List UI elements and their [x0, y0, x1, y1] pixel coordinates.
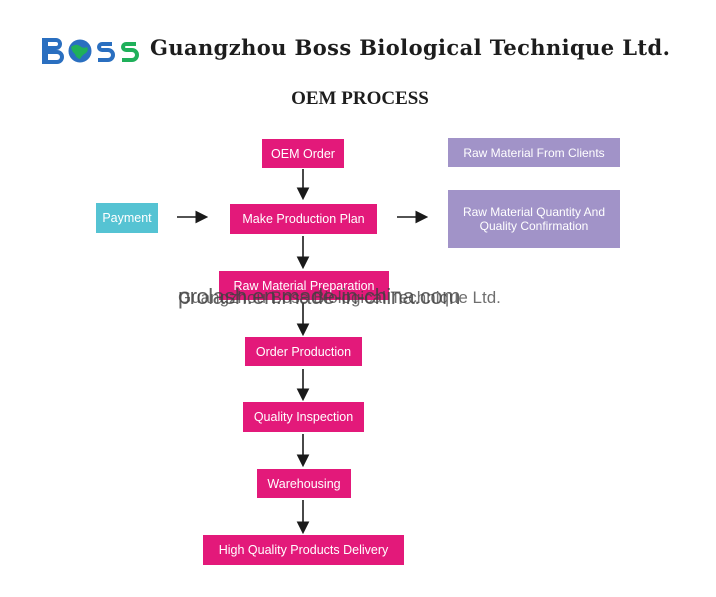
- node-raw-material-preparation: Raw Material Preparation: [219, 271, 389, 300]
- company-name: Guangzhou Boss Biological Technique Ltd.: [150, 35, 671, 60]
- node-products-delivery: High Quality Products Delivery: [203, 535, 404, 565]
- node-make-production-plan: Make Production Plan: [230, 204, 377, 234]
- company-logo: [40, 36, 142, 68]
- node-quantity-quality-confirmation: Raw Material Quantity And Quality Confir…: [448, 190, 620, 248]
- node-raw-material-from-clients: Raw Material From Clients: [448, 138, 620, 167]
- node-payment: Payment: [96, 203, 158, 233]
- node-warehousing: Warehousing: [257, 469, 351, 498]
- node-order-production: Order Production: [245, 337, 362, 366]
- diagram-title: OEM PROCESS: [291, 88, 429, 109]
- node-quality-inspection: Quality Inspection: [243, 402, 364, 432]
- node-oem-order: OEM Order: [262, 139, 344, 168]
